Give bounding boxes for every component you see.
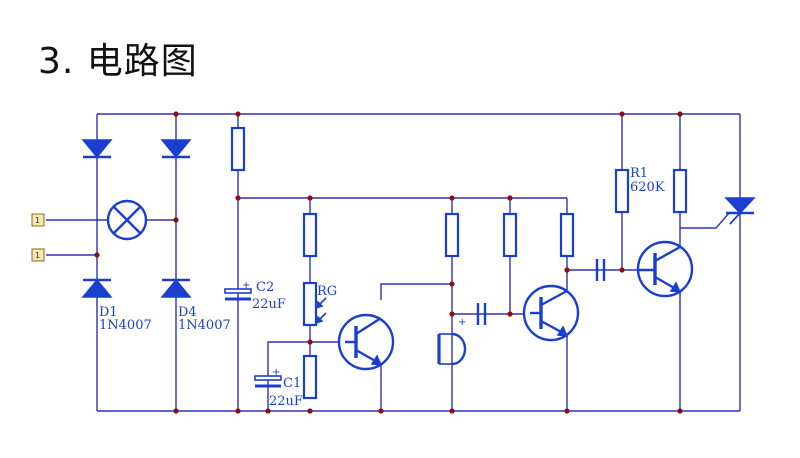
svg-text:+: + (458, 317, 466, 328)
terminal-2: 1 (31, 248, 45, 262)
label-r1-ref: R1 (630, 166, 648, 181)
transistor-q1 (337, 313, 395, 371)
page-title: 3. 电路图 (38, 41, 198, 82)
lamp-icon (106, 199, 148, 241)
resistor-bias (302, 212, 318, 258)
resistor-base-q2 (502, 212, 518, 258)
transistor-q2 (522, 284, 580, 342)
scr-icon (724, 197, 756, 225)
transistor-q3 (636, 240, 694, 298)
diode-top-left (81, 139, 113, 159)
label-d4-value: 1N4007 (178, 318, 231, 333)
photoresistor-rg (302, 281, 318, 327)
label-c1-ref: C1 (283, 376, 301, 391)
label-d4-ref: D4 (178, 305, 197, 320)
wires (46, 113, 741, 412)
capacitor-coupling-1 (476, 303, 487, 325)
capacitor-c2 (224, 288, 252, 301)
light-arrows-icon (314, 297, 327, 325)
junctions (94, 111, 683, 414)
c2-plus: + (242, 280, 250, 291)
resistor-collector-q1 (444, 212, 460, 258)
capacitor-coupling-2 (595, 259, 606, 281)
diode-d4 (160, 278, 192, 298)
label-c2-value: 22uF (252, 297, 286, 312)
microphone-icon: + (437, 317, 466, 366)
label-r1-value: 620K (630, 180, 665, 195)
diode-d1 (81, 278, 113, 298)
svg-text:1: 1 (35, 251, 40, 260)
resistor-emitter (302, 354, 318, 400)
c1-plus: + (272, 367, 280, 378)
svg-text:1: 1 (35, 216, 40, 225)
resistor-collector-q2 (559, 212, 575, 258)
label-d1-value: 1N4007 (99, 318, 152, 333)
resistor-r1 (614, 168, 630, 214)
label-c1-value: 22uF (269, 394, 303, 409)
diode-top-right (160, 139, 192, 159)
resistor-collector-q3 (672, 168, 688, 214)
terminal-1: 1 (31, 213, 45, 227)
label-rg: RG (317, 284, 337, 299)
label-c2-ref: C2 (256, 280, 274, 295)
label-d1-ref: D1 (99, 305, 118, 320)
resistor-supply (230, 126, 246, 172)
capacitor-c1 (254, 375, 282, 388)
